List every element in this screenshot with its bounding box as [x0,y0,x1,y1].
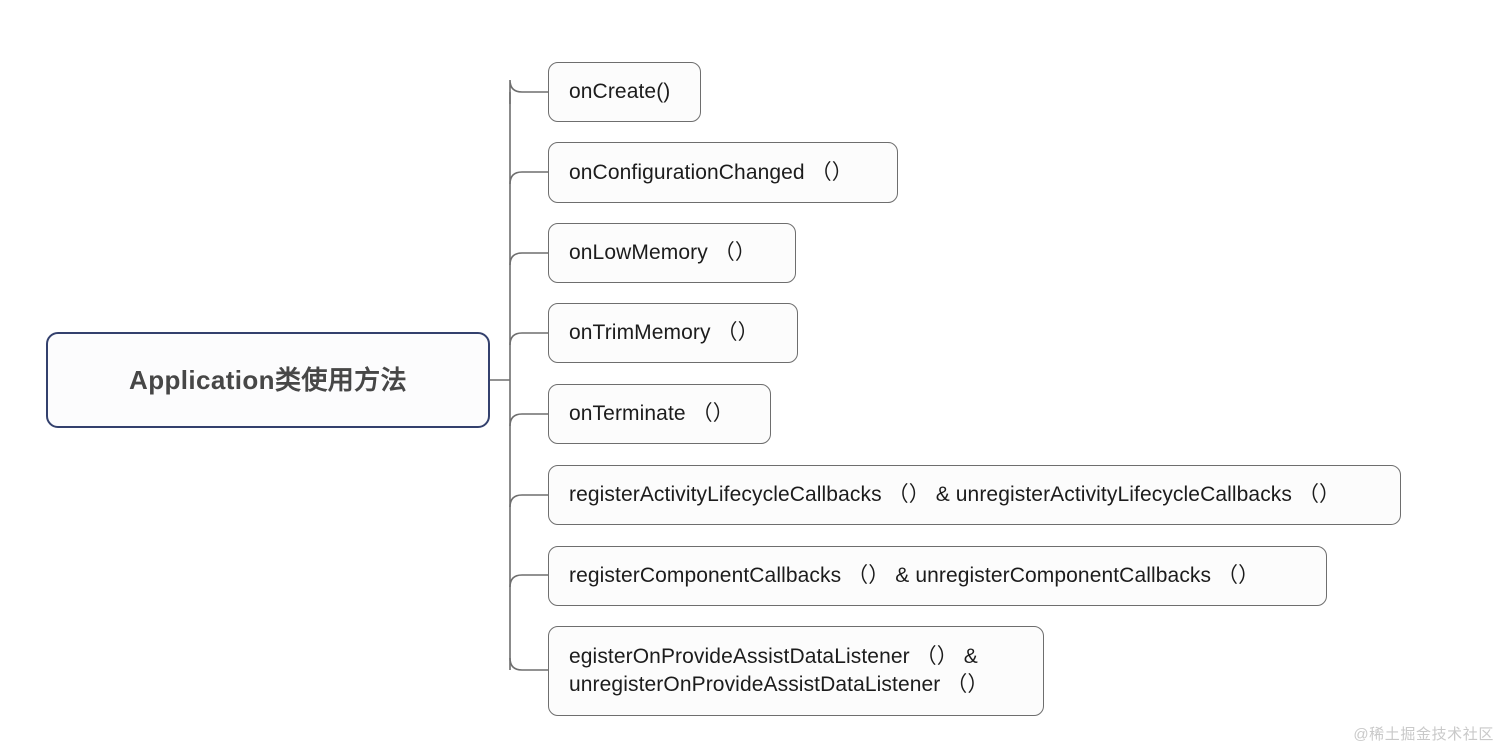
connector-branch-3 [509,252,548,266]
branch-node-label: registerActivityLifecycleCallbacks （） & … [569,483,1341,507]
branch-node-on-trim-memory[interactable]: onTrimMemory （） [548,303,798,363]
branch-node-activity-lifecycle-callbacks[interactable]: registerActivityLifecycleCallbacks （） & … [548,465,1401,525]
branch-node-component-callbacks[interactable]: registerComponentCallbacks （） & unregist… [548,546,1327,606]
branch-node-provide-assist-data-listener[interactable]: egisterOnProvideAssistDataListener （） & … [548,626,1044,716]
connector-branch-1 [509,79,548,104]
connector-branch-5 [509,413,548,427]
branch-node-label: onConfigurationChanged （） [569,160,853,184]
branch-node-on-configuration-changed[interactable]: onConfigurationChanged （） [548,142,898,203]
connector-branch-2 [509,171,548,185]
branch-node-on-terminate[interactable]: onTerminate （） [548,384,771,444]
connector-branch-6 [509,494,548,508]
branch-node-on-low-memory[interactable]: onLowMemory （） [548,223,796,283]
branch-node-on-create[interactable]: onCreate() [548,62,701,122]
branch-node-label: onLowMemory （） [569,241,756,265]
branch-node-label: onTerminate （） [569,402,734,426]
branch-node-label: onCreate() [569,80,671,104]
root-node-label: Application类使用方法 [129,364,407,395]
branch-node-label: onTrimMemory （） [569,321,759,345]
branch-node-label: registerComponentCallbacks （） & unregist… [569,564,1260,588]
connector-branch-7 [509,574,548,588]
root-node[interactable]: Application类使用方法 [46,332,490,428]
connector-branch-8 [509,657,548,671]
branch-node-label: egisterOnProvideAssistDataListener （） & … [569,645,989,696]
watermark: @稀土掘金技术社区 [1353,726,1494,743]
connector-branch-4 [509,332,548,346]
